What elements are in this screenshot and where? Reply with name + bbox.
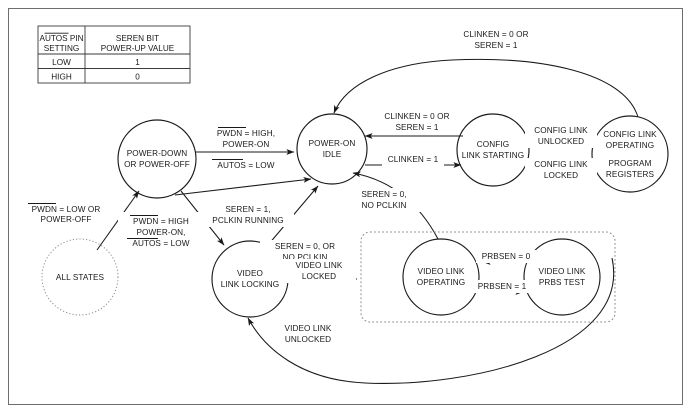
edge-label-line2: LOCKED (302, 272, 336, 281)
edge-label-power-down-to-power-on-idle: PWDN = HIGH, POWER-ON AUTOS = LOW (205, 122, 289, 170)
edge-label-video-link-locked: VIDEO LINK LOCKED (282, 259, 356, 283)
state-all-states[interactable]: ALL STATES (41, 238, 119, 316)
edge-label-line1: CONFIG LINK (534, 160, 588, 169)
state-label-video-link-prbs-test-line2: PRBS TEST (539, 278, 585, 287)
table-header-2-line2: POWER-UP VALUE (101, 44, 175, 53)
edge-label-config-link-unlocked: CONFIG LINK UNLOCKED (525, 124, 597, 148)
state-video-link-operating[interactable]: VIDEO LINK OPERATING (402, 238, 480, 316)
state-label-video-link-operating-line2: OPERATING (417, 278, 466, 287)
edge-label-line2: NO PCLKIN (282, 253, 327, 262)
state-label-config-link-starting-line2: LINK STARTING (462, 151, 524, 160)
edge-label-line1: CLINKEN = 0 OR (384, 112, 449, 121)
edge-label-config-link-starting-to-power-on-idle: CLINKEN = 0 OR SEREN = 1 (374, 110, 460, 134)
edge-label-line2: POWER-ON (223, 140, 270, 149)
state-label-config-link-operating-line1: CONFIG LINK (603, 130, 657, 139)
edge-label-line2: POWER-OFF (41, 215, 92, 224)
state-label-power-on-idle-line1: POWER-ON (309, 139, 356, 148)
edge-label-power-down-to-video-link-locking: SEREN = 1, PCLKIN RUNNING (202, 203, 294, 227)
state-label-power-down-line2: OR POWER-OFF (124, 160, 190, 169)
video-link-group-box (360, 231, 616, 323)
table-header-1-line2: SETTING (44, 44, 79, 53)
edge-label-all-states-to-power-down: PWDN = LOW OR POWER-OFF (20, 199, 114, 224)
state-label-video-link-locking-line2: LINK LOCKING (221, 280, 280, 289)
edge-label-line1: SEREN = 0, (361, 190, 406, 199)
edge-label-line1: PRBSEN = 0 (482, 252, 531, 261)
state-label-video-link-operating-line1: VIDEO LINK (418, 267, 465, 276)
autos-pin-table: AUTOS PIN SETTING SEREN BIT POWER-UP VAL… (37, 25, 191, 84)
table-cell-setting: HIGH (51, 73, 72, 82)
edge-label-line2: UNLOCKED (285, 335, 331, 344)
state-power-down-or-power-off[interactable]: POWER-DOWN OR POWER-OFF (117, 119, 197, 199)
edge-label-line2: NO PCLKIN (361, 201, 406, 210)
edge-label-line1: VIDEO LINK (285, 324, 332, 333)
edge-label-power-on-idle-to-config-link-starting: CLINKEN = 1 (382, 153, 444, 166)
state-label-config-link-operating-line3: PROGRAM (608, 159, 651, 168)
edge-label-line2: SEREN = 1 (396, 123, 439, 132)
edge-label-config-link-operating-to-power-on-idle-arc: CLINKEN = 0 OR SEREN = 1 (450, 28, 542, 52)
edge-label-line2: UNLOCKED (538, 137, 584, 146)
edge-label-line1: SEREN = 1, (225, 205, 270, 214)
edge-label-line1: CONFIG LINK (534, 126, 588, 135)
edge-all-states-to-power-on-idle (174, 177, 312, 196)
state-label-config-link-operating-line4: REGISTERS (606, 170, 655, 179)
edge-label-prbsen-0: PRBSEN = 0 (476, 250, 536, 263)
edge-label-line2: PCLKIN RUNNING (212, 216, 283, 225)
edge-label-line2: LOCKED (544, 171, 578, 180)
edge-label-line2: POWER-ON, (136, 228, 185, 237)
state-label-power-down-line1: POWER-DOWN (127, 149, 188, 158)
edge-label-line1: PWDN = HIGH, (217, 129, 275, 138)
table-cell-value: 1 (135, 58, 140, 67)
state-label-config-link-operating-line2: OPERATING (606, 141, 655, 150)
edge-label-line1: PWDN = HIGH (133, 217, 189, 226)
edge-label-line2: SEREN = 1 (475, 41, 518, 50)
state-config-link-operating[interactable]: CONFIG LINK OPERATING PROGRAM REGISTERS (591, 115, 669, 193)
edge-label-line1: SEREN = 0, OR (275, 242, 335, 251)
edge-label-video-link-operating-to-power-on-idle: SEREN = 0, NO PCLKIN (345, 188, 423, 212)
edge-label-video-link-unlocked: VIDEO LINK UNLOCKED (270, 322, 346, 346)
table-header-1-line1: AUTOS PIN (40, 34, 84, 43)
edge-label-line1: PRBSEN = 1 (478, 282, 527, 291)
edge-label-line1: PWDN = LOW OR (32, 205, 101, 214)
edge-label-line1: CLINKEN = 1 (388, 155, 439, 164)
state-label-all-states: ALL STATES (56, 273, 105, 282)
edge-label-all-states-to-power-on-idle: PWDN = HIGH POWER-ON, AUTOS = LOW (118, 212, 204, 248)
state-power-on-idle[interactable]: POWER-ON IDLE (296, 113, 368, 185)
edge-label-line1: VIDEO LINK (296, 261, 343, 270)
edge-video-link-unlocked-to-video-link-locking (247, 257, 615, 384)
edge-label-line3: AUTOS = LOW (132, 239, 189, 248)
edge-config-link-operating-to-power-on-idle-arc (333, 58, 639, 118)
table-header-2-line1: SEREN BIT (116, 34, 159, 43)
table-cell-setting: LOW (52, 58, 71, 67)
state-label-video-link-prbs-test-line1: VIDEO LINK (539, 267, 586, 276)
edge-label-line1: CLINKEN = 0 OR (463, 30, 528, 39)
state-video-link-prbs-test[interactable]: VIDEO LINK PRBS TEST (523, 238, 601, 316)
state-config-link-starting[interactable]: CONFIG LINK STARTING (456, 113, 530, 187)
table-cell-value: 0 (135, 73, 140, 82)
state-label-config-link-starting-line1: CONFIG (477, 140, 509, 149)
state-label-power-on-idle-line2: IDLE (323, 150, 342, 159)
table-row: LOW 1 (52, 58, 140, 67)
table-row: HIGH 0 (51, 73, 140, 82)
edge-label-prbsen-1: PRBSEN = 1 (472, 280, 532, 293)
edge-label-line3: AUTOS = LOW (217, 161, 274, 170)
state-label-video-link-locking-line1: VIDEO (237, 269, 263, 278)
edge-label-config-link-locked: CONFIG LINK LOCKED (525, 158, 597, 182)
